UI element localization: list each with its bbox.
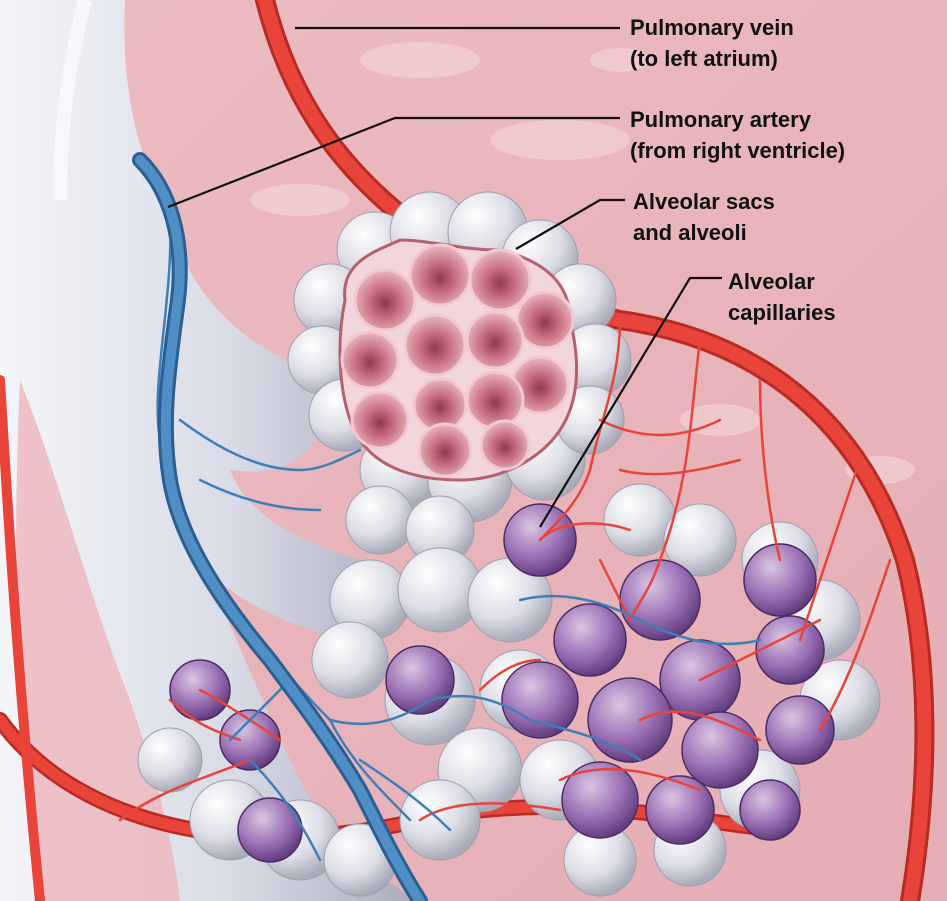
label-pulmonary-artery-line2: (from right ventricle) xyxy=(630,135,845,166)
label-alveolar-capillaries: Alveolar capillaries xyxy=(728,266,836,328)
label-alveolar-sacs: Alveolar sacs and alveoli xyxy=(633,186,775,248)
label-pulmonary-vein-line1: Pulmonary vein xyxy=(630,12,794,43)
label-pulmonary-artery: Pulmonary artery (from right ventricle) xyxy=(630,104,845,166)
label-alveolar-sacs-line1: Alveolar sacs xyxy=(633,186,775,217)
label-alveolar-capillaries-line2: capillaries xyxy=(728,297,836,328)
label-pulmonary-vein-line2: (to left atrium) xyxy=(630,43,794,74)
label-alveolar-capillaries-line1: Alveolar xyxy=(728,266,836,297)
label-alveolar-sacs-line2: and alveoli xyxy=(633,217,775,248)
label-pulmonary-artery-line1: Pulmonary artery xyxy=(630,104,845,135)
label-pulmonary-vein: Pulmonary vein (to left atrium) xyxy=(630,12,794,74)
